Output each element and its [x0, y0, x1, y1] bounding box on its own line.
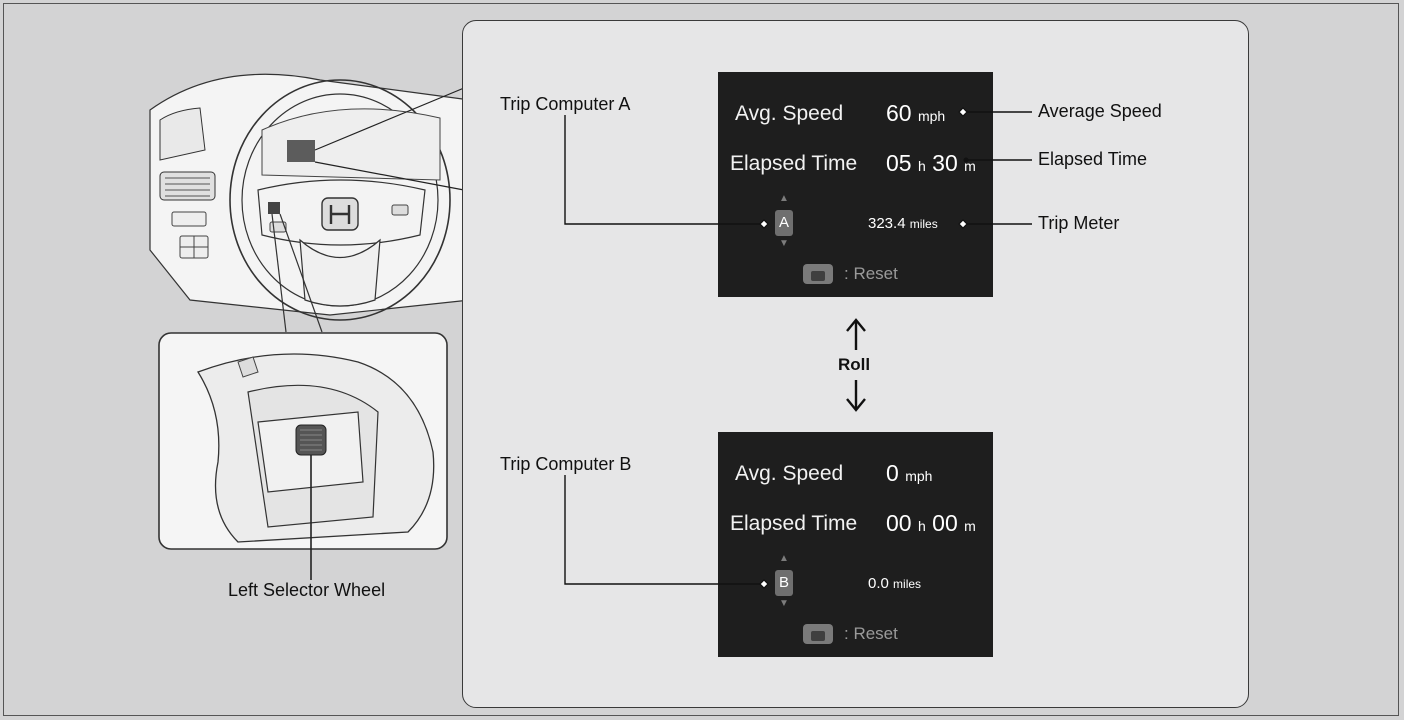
- elapsed-time-label: Elapsed Time: [730, 512, 858, 535]
- reset-button-icon: [803, 264, 833, 284]
- trip-b-selector: B: [775, 570, 793, 596]
- up-arrow-icon: ▲: [779, 193, 789, 204]
- elapsed-time-value: 05 h 30 m: [886, 150, 976, 176]
- selector-wheel-closeup: [158, 332, 448, 550]
- trip-meter-label: Trip Meter: [1038, 213, 1120, 233]
- left-selector-wheel-label: Left Selector Wheel: [228, 580, 386, 600]
- reset-label: : Reset: [844, 264, 898, 283]
- trip-computer-b-screen: Avg. Speed 0 mph Elapsed Time 00 h 00 m …: [718, 432, 993, 657]
- roll-label: Roll: [838, 355, 871, 374]
- elapsed-time-callout: Elapsed Time: [1038, 149, 1148, 169]
- trip-meter-value: 323.4 miles: [868, 215, 938, 232]
- roll-arrows: [846, 318, 866, 412]
- avg-speed-value: 0 mph: [886, 460, 933, 486]
- reset-button-icon: [803, 624, 833, 644]
- trip-computer-a-screen: Avg. Speed 60 mph Elapsed Time 05 h 30 m…: [718, 72, 993, 297]
- dash-buttons: [171, 211, 209, 259]
- cluster-display: [287, 140, 315, 162]
- down-arrow-icon: ▼: [779, 238, 789, 249]
- air-vent: [159, 171, 216, 201]
- avg-speed-label: Avg. Speed: [735, 102, 844, 125]
- trip-meter-value: 0.0 miles: [868, 575, 922, 592]
- avg-speed-label: Avg. Speed: [735, 462, 844, 485]
- elapsed-time-value: 00 h 00 m: [886, 510, 976, 536]
- honda-logo: [321, 197, 359, 231]
- steering-wheel-illustration: [149, 73, 470, 333]
- trip-computer-a-label: Trip Computer A: [500, 94, 631, 114]
- down-arrow-icon: ▼: [779, 598, 789, 609]
- trip-a-selector: A: [775, 210, 793, 236]
- up-arrow-icon: ▲: [779, 553, 789, 564]
- average-speed-label: Average Speed: [1038, 101, 1162, 121]
- avg-speed-value: 60 mph: [886, 100, 946, 126]
- trip-computer-b-label: Trip Computer B: [500, 454, 632, 474]
- reset-label: : Reset: [844, 624, 898, 643]
- left-selector-wheel-marker: [268, 202, 280, 214]
- elapsed-time-label: Elapsed Time: [730, 152, 858, 175]
